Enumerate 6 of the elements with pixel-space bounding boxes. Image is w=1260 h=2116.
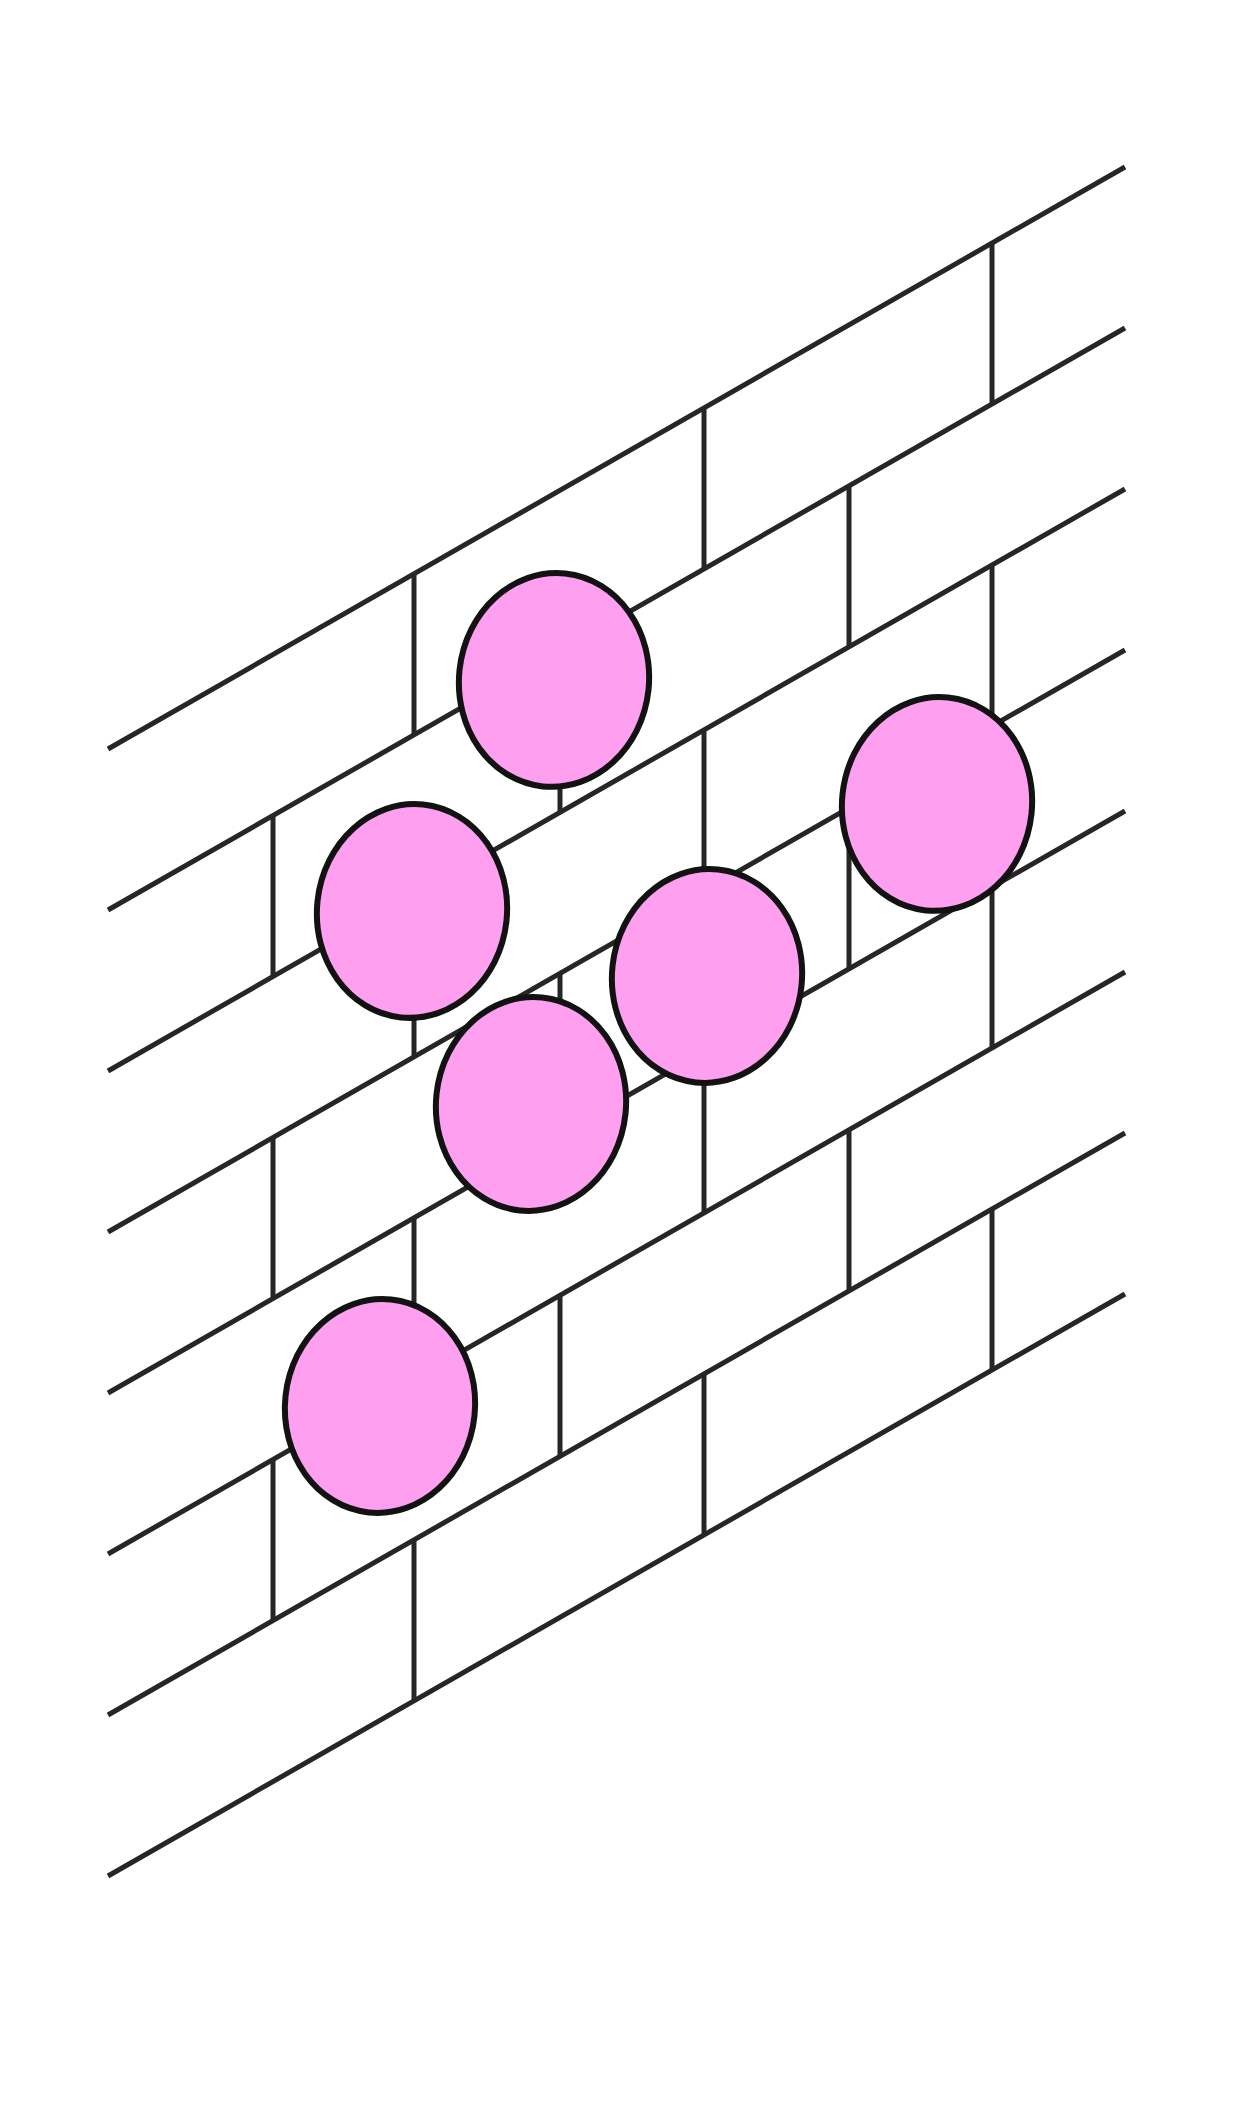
circle	[608, 866, 806, 1086]
circle	[432, 994, 630, 1214]
circle	[281, 1296, 479, 1516]
circle	[455, 570, 653, 790]
circle	[838, 694, 1036, 914]
circle	[313, 801, 511, 1021]
